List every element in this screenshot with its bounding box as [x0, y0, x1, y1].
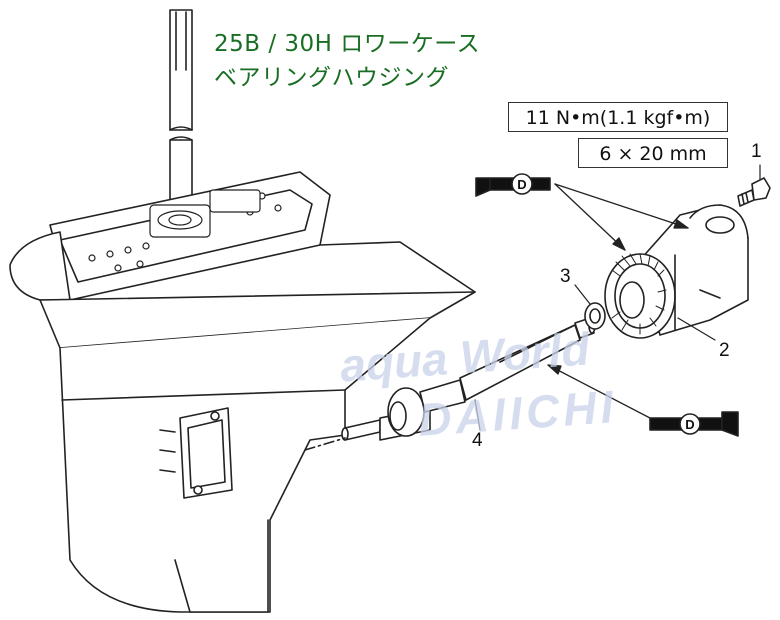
torque-spec-box: 11 N•m(1.1 kgf•m): [508, 102, 728, 132]
washer: [584, 302, 606, 330]
grease-letter-top: D: [517, 177, 526, 192]
grease-symbol-icon: [475, 173, 551, 197]
assembly-axis-line: [304, 437, 346, 451]
deck-holes: [88, 189, 282, 272]
callout-3: 3: [560, 266, 571, 287]
callout-4: 4: [472, 430, 483, 451]
bolt-size-box: 6 × 20 mm: [578, 138, 728, 168]
drive-shaft: [169, 9, 193, 216]
page-subtitle: ベアリングハウジング: [214, 65, 449, 91]
bearing-housing: [604, 204, 749, 339]
leader-lines: [474, 164, 761, 431]
grease-symbol-icon: [649, 411, 739, 437]
propeller-shaft: [341, 317, 596, 441]
callout-2: 2: [719, 340, 730, 361]
page-title: 25B / 30H ロワーケース: [214, 31, 481, 57]
bearing-teeth: [611, 253, 667, 335]
grease-arrows: [547, 183, 689, 419]
grease-letter-bottom: D: [685, 417, 694, 432]
callout-1: 1: [751, 141, 762, 162]
bolt: [737, 177, 771, 207]
